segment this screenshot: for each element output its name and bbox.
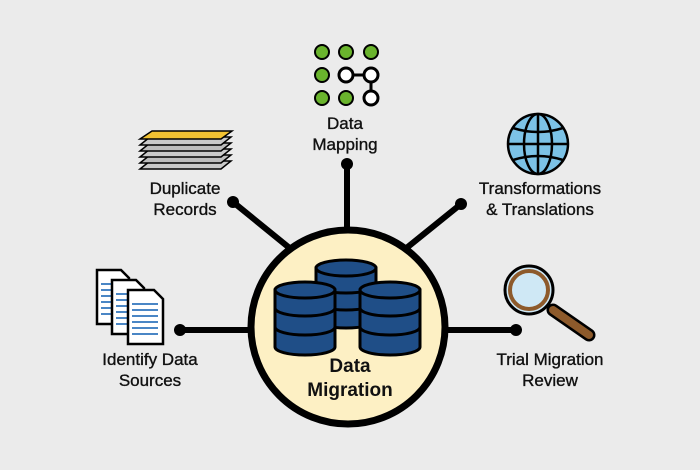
label-line: Data — [329, 356, 371, 377]
label-line: Transformations — [478, 179, 602, 198]
identify-sources-label: Identify Data Sources — [70, 349, 230, 391]
connector-dot — [455, 198, 467, 210]
magnifier-icon — [503, 264, 596, 342]
connector-transformations — [401, 201, 464, 253]
stacked-papers-icon — [137, 130, 235, 170]
label-line: Migration — [307, 380, 393, 401]
data-mapping-label: Data Mapping — [280, 113, 410, 155]
label-line: Records — [153, 200, 217, 219]
database-icon — [273, 258, 422, 357]
node-grid-icon — [314, 44, 380, 107]
connector-dot — [510, 324, 522, 336]
label-line: Duplicate — [149, 179, 221, 198]
label-line: Review — [522, 371, 578, 390]
label-line: Trial Migration — [496, 350, 604, 369]
label-line: & Translations — [486, 200, 594, 219]
transformations-label: Transformations & Translations — [440, 178, 640, 220]
label-line: Mapping — [312, 135, 378, 154]
label-line: Identify Data — [102, 350, 198, 369]
connector-dot — [174, 324, 186, 336]
connector-dot — [227, 196, 239, 208]
duplicate-records-label: Duplicate Records — [120, 178, 250, 220]
label-line: Data — [327, 114, 363, 133]
label-line: Sources — [118, 371, 182, 390]
documents-icon — [95, 268, 165, 346]
center-label: Data Migration — [285, 355, 415, 403]
trial-review-label: Trial Migration Review — [470, 349, 630, 391]
connector-dot — [341, 158, 353, 170]
globe-icon — [506, 112, 570, 176]
connector-duplicate-records — [230, 199, 295, 253]
